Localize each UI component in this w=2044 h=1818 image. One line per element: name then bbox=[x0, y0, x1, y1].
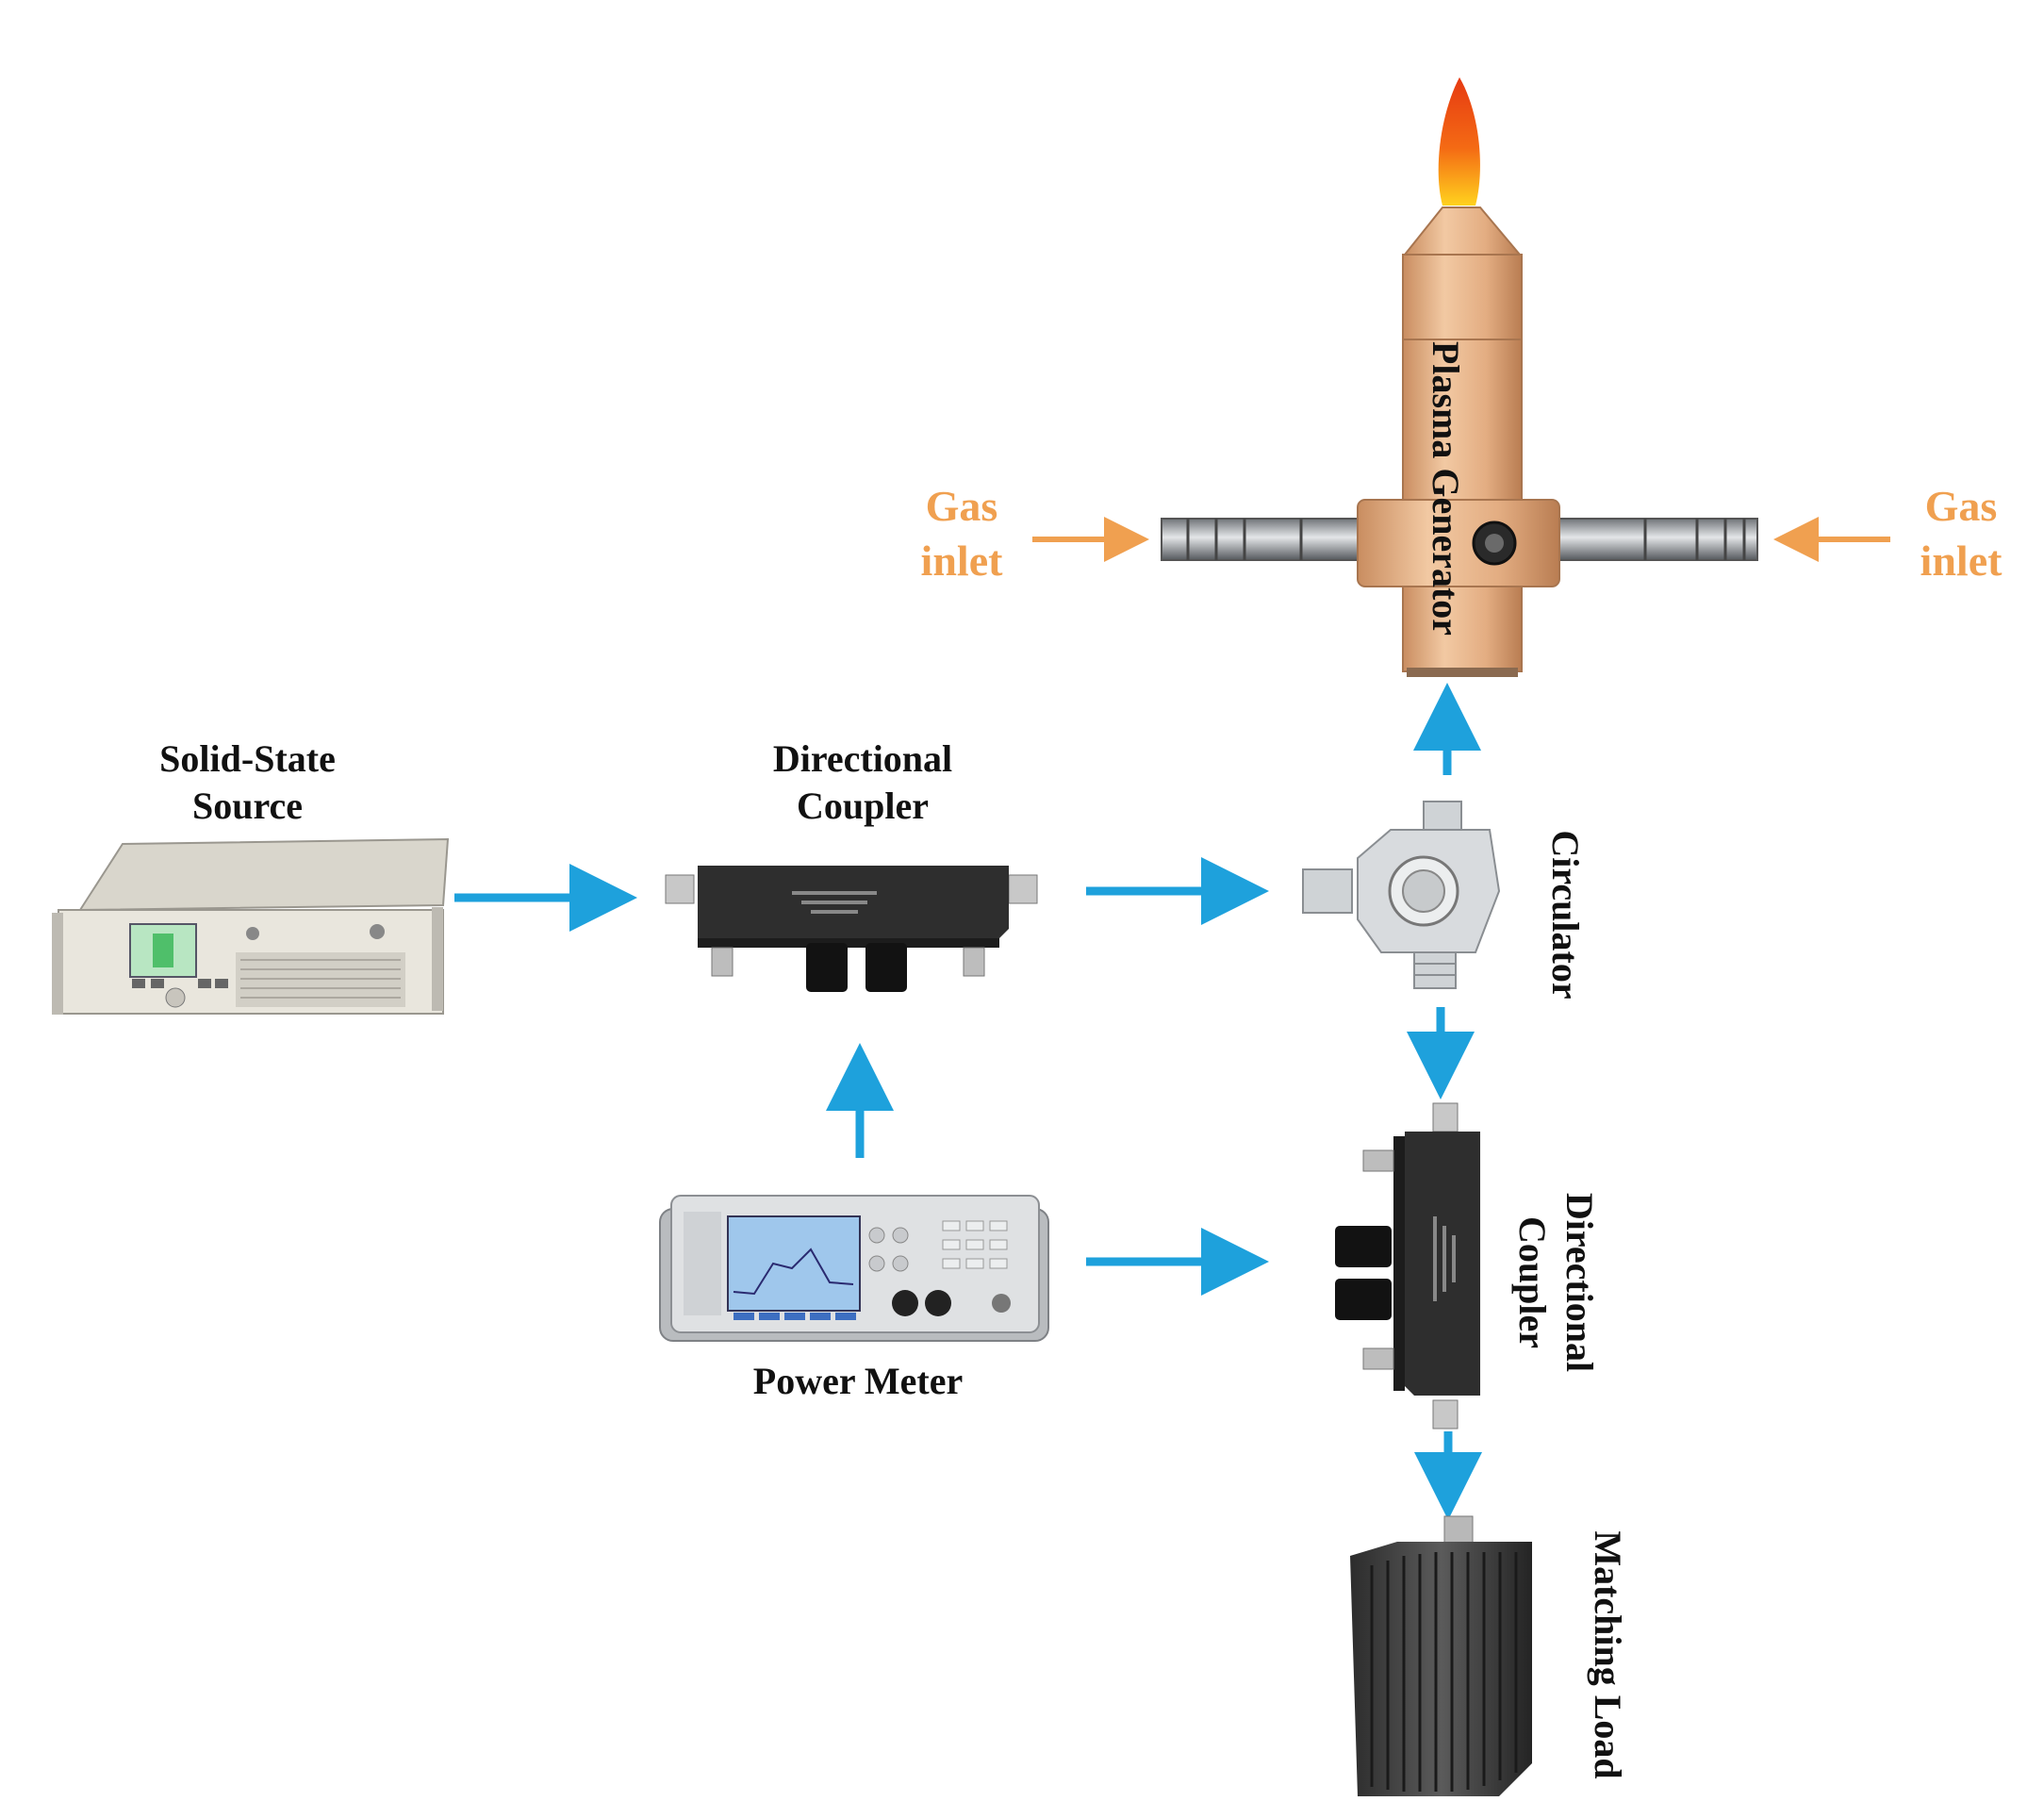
directional-coupler-right-device bbox=[1335, 1102, 1480, 1430]
label-circulator: Circulator bbox=[1544, 830, 1587, 1000]
label-gas-inlet-right: Gas inlet bbox=[1920, 482, 2003, 585]
matching-load-device bbox=[1350, 1515, 1532, 1796]
label-plasma-generator: Plasma Generator bbox=[1425, 340, 1467, 636]
label-power-meter: Power Meter bbox=[752, 1360, 964, 1402]
label-directional-coupler-top: Directional Coupler bbox=[772, 737, 953, 827]
directional-coupler-top-device bbox=[665, 866, 1038, 992]
power-meter-device bbox=[659, 1195, 1049, 1342]
plasma-generator-device bbox=[1161, 77, 1758, 677]
flame-icon bbox=[1438, 77, 1480, 206]
label-matching-load: Matching Load bbox=[1587, 1530, 1629, 1779]
label-solid-state-source: Solid-State Source bbox=[159, 737, 336, 827]
label-directional-coupler-right: Directional Coupler bbox=[1511, 1192, 1601, 1373]
flow-arrows bbox=[454, 683, 1482, 1520]
solid-state-source-device bbox=[52, 837, 450, 1015]
circulator-device bbox=[1302, 801, 1501, 989]
label-gas-inlet-left: Gas inlet bbox=[920, 482, 1003, 585]
